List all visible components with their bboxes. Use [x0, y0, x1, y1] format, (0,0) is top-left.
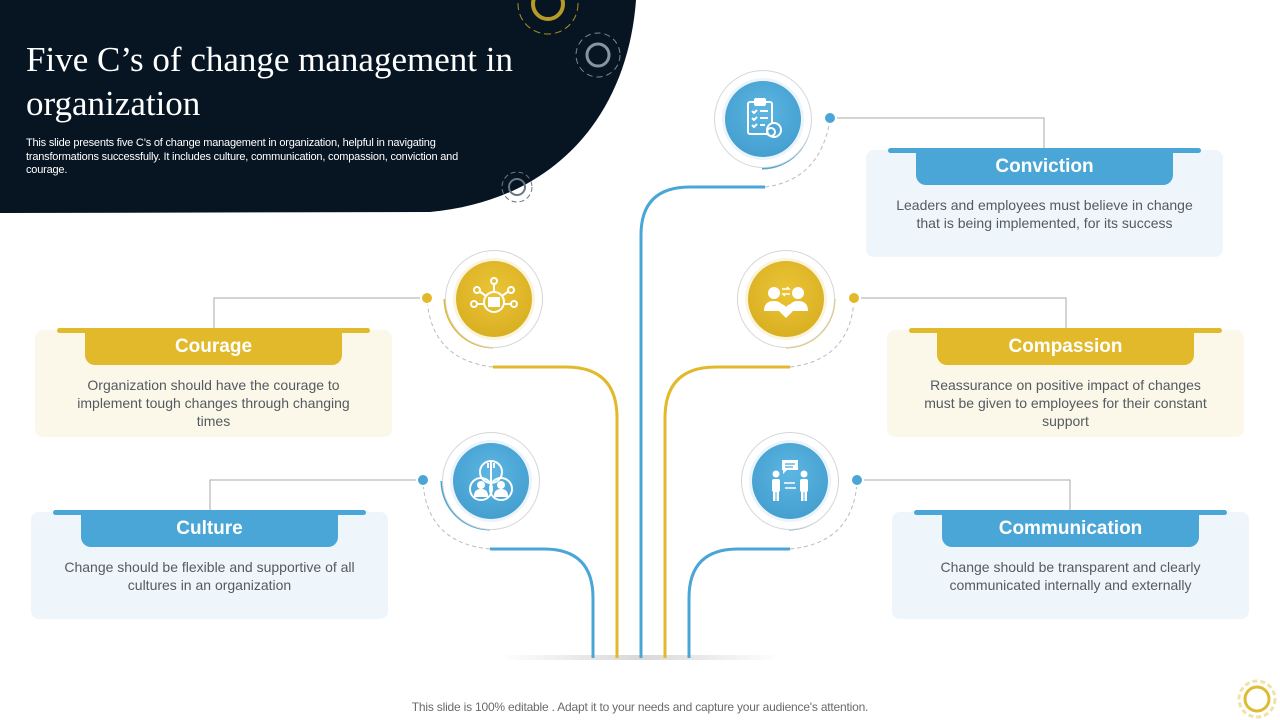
culture-node	[442, 432, 540, 530]
compassion-description: Reassurance on positive impact of change…	[924, 377, 1207, 429]
communication-node	[741, 432, 839, 530]
communication-description: Change should be transparent and clearly…	[940, 559, 1201, 593]
clipboard-checklist-icon	[747, 98, 782, 138]
people-chat-icon	[772, 460, 808, 501]
fist-network-icon	[470, 277, 518, 313]
people-heart-icon	[764, 286, 808, 318]
footer-note: This slide is 100% editable . Adapt it t…	[411, 700, 869, 714]
compassion-card: Compassion Reassurance on positive impac…	[887, 328, 1244, 437]
conviction-node	[714, 70, 812, 168]
conviction-label: Conviction	[916, 148, 1173, 185]
compassion-node	[737, 250, 835, 348]
diverse-group-hand-icon	[469, 460, 513, 501]
culture-description: Change should be flexible and supportive…	[64, 559, 355, 593]
communication-label: Communication	[942, 510, 1199, 547]
conviction-description: Leaders and employees must believe in ch…	[896, 197, 1193, 231]
culture-card: Culture Change should be flexible and su…	[31, 510, 388, 619]
conviction-card: Conviction Leaders and employees must be…	[866, 148, 1223, 257]
header-background	[0, 0, 636, 213]
courage-label: Courage	[85, 328, 342, 365]
gear-icon	[1237, 679, 1277, 719]
courage-card: Courage Organization should have the cou…	[35, 328, 392, 437]
communication-card: Communication Change should be transpare…	[892, 510, 1249, 619]
page-subtitle: This slide presents five C’s of change m…	[26, 137, 458, 176]
courage-node	[445, 250, 543, 348]
culture-label: Culture	[81, 510, 338, 547]
page-title: Five C’s of change management in organiz…	[26, 40, 513, 123]
gear-decoration-gold	[517, 0, 579, 35]
courage-description: Organization should have the courage to …	[77, 377, 350, 429]
compassion-label: Compassion	[937, 328, 1194, 365]
